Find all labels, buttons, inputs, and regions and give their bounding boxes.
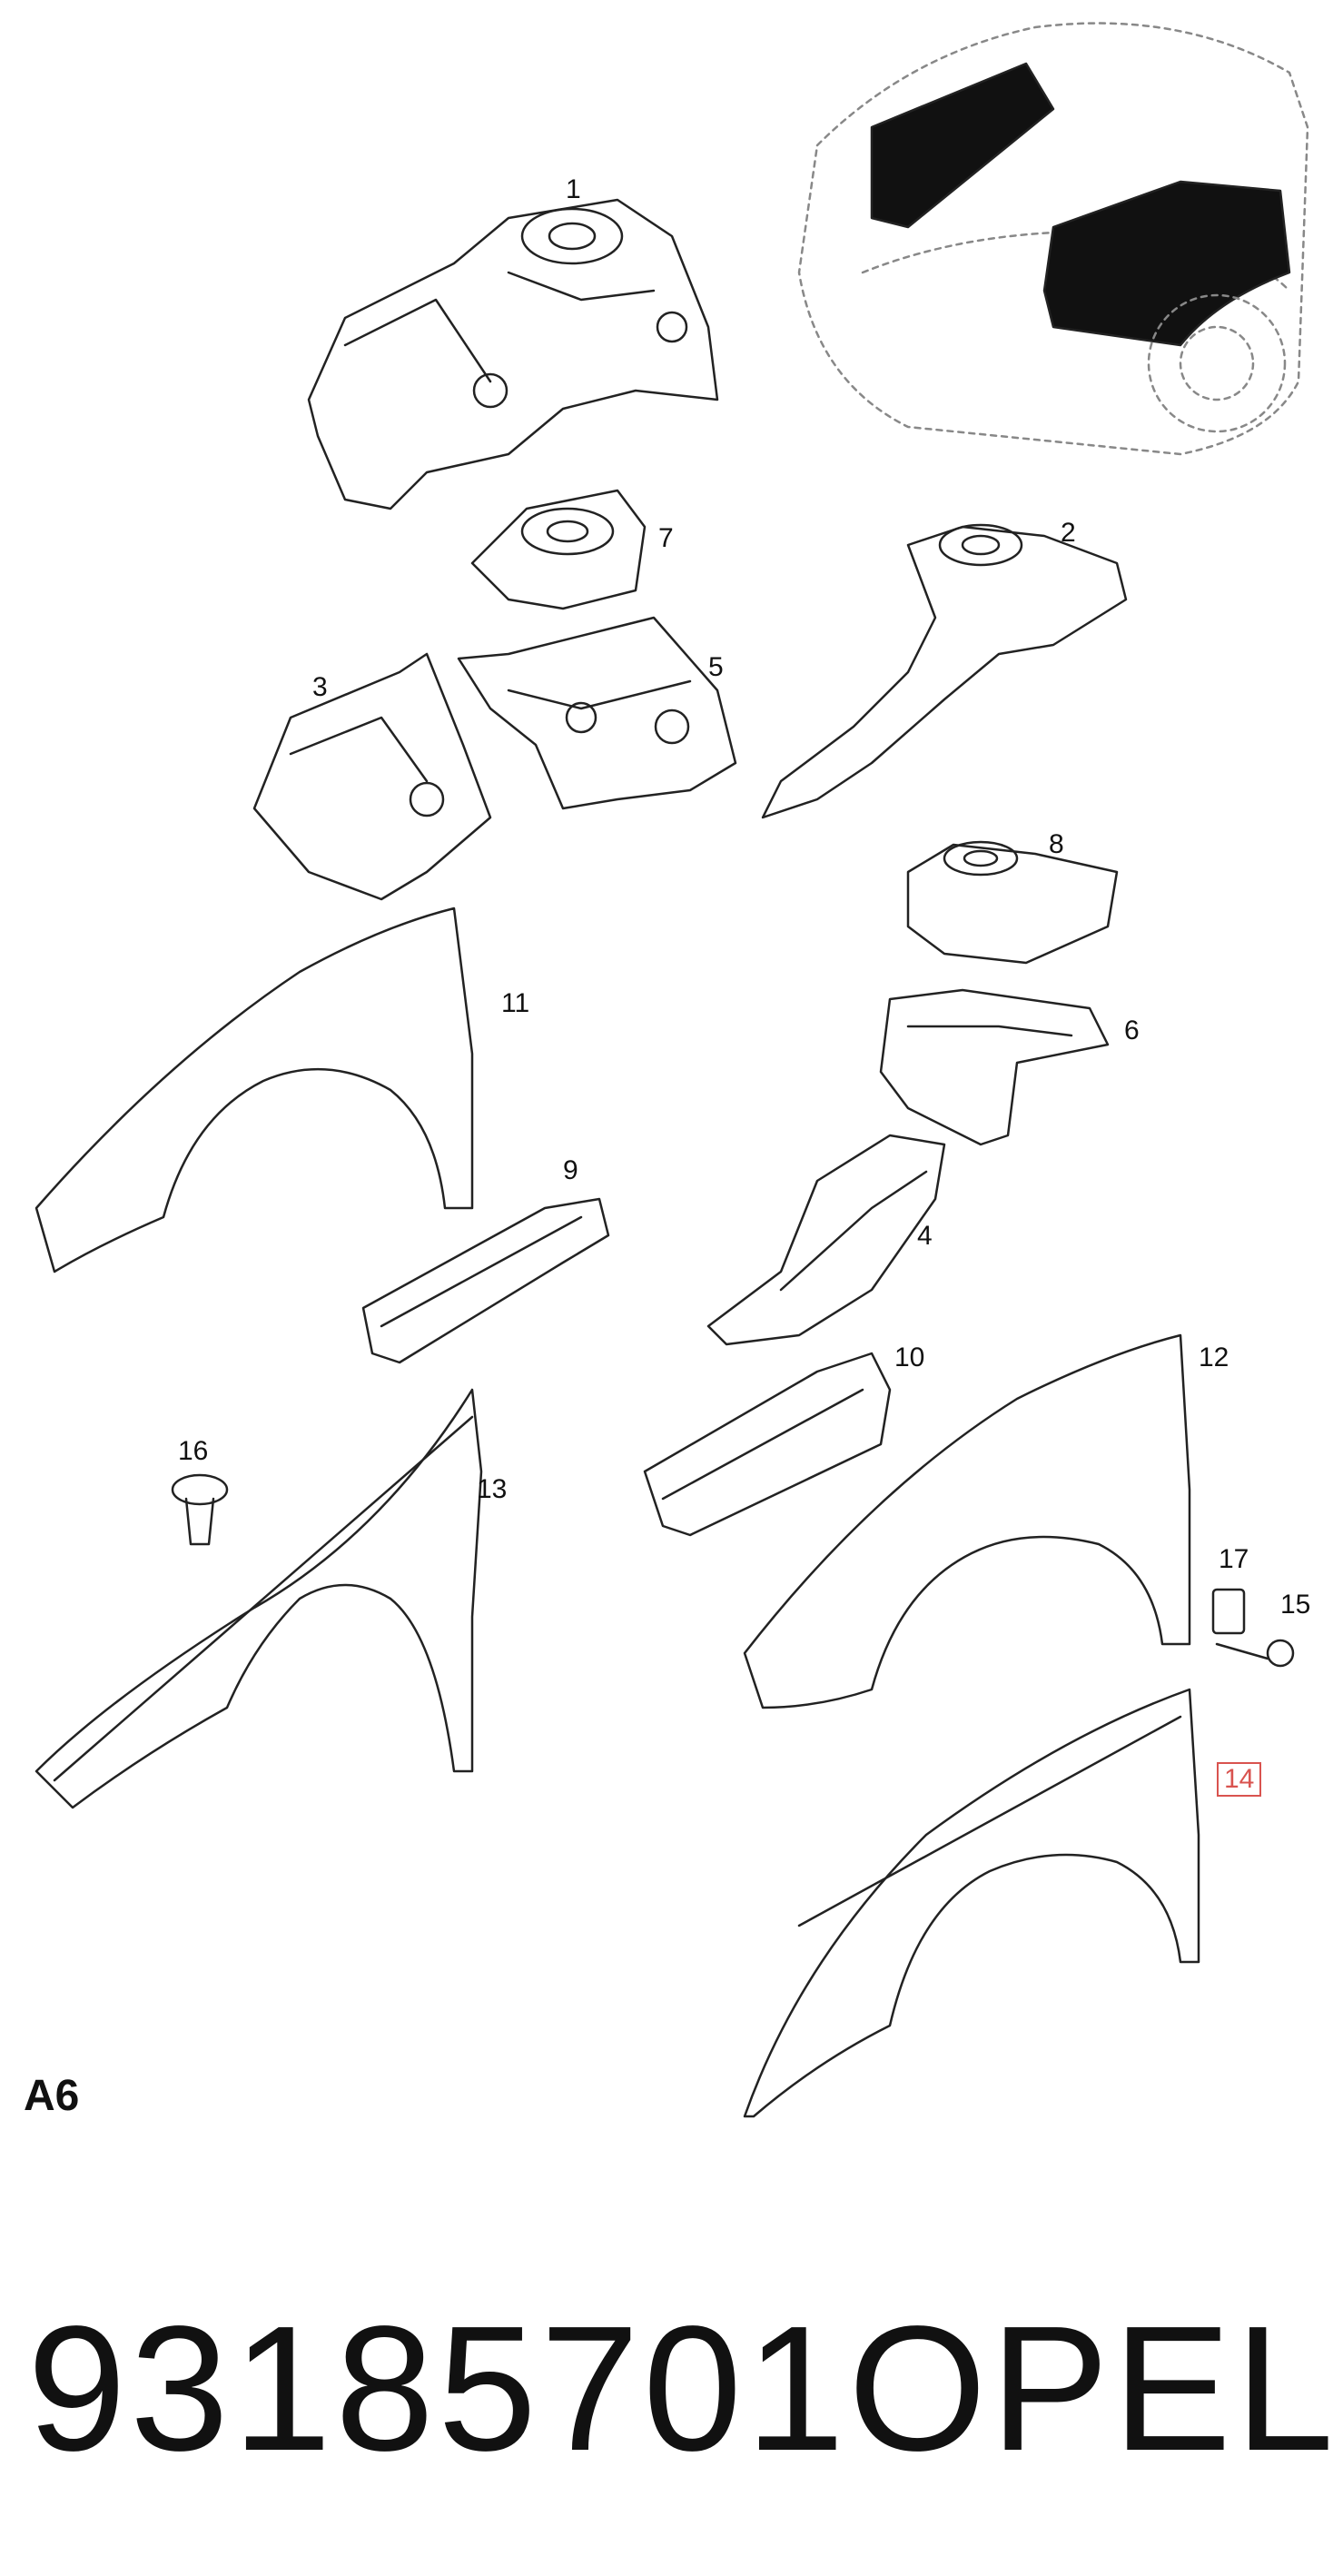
callout-7: 7 [658,523,674,553]
part-12-fender [743,1333,1191,1709]
part-3-side-apron [252,652,492,901]
part-4-front-rail [706,1134,946,1346]
callout-3: 3 [312,672,328,702]
callout-14-highlighted: 14 [1217,1762,1262,1797]
callout-16: 16 [178,1436,209,1466]
part-11-fender [35,907,474,1273]
part-14-fender [743,1688,1200,2118]
part-number: 93185701 [27,2289,849,2488]
parts-exploded-diagram [35,22,1309,2118]
part-6-arch-liner [879,988,1110,1146]
callout-15: 15 [1280,1590,1311,1620]
callout-11: 11 [501,988,530,1018]
part-9-rail [361,1197,610,1364]
part-15-screw [1215,1639,1295,1668]
callout-9: 9 [563,1155,578,1185]
section-code-label: A6 [24,2072,80,2120]
part-info-footer: 93185701 OPEL [27,2289,1333,2489]
part-2-strut-rail [761,523,1128,819]
part-16-bolt [171,1473,229,1546]
callout-2: 2 [1061,518,1076,548]
part-10-rail [643,1352,892,1537]
vehicle-overview [797,22,1309,456]
part-13-fender-support [35,1388,483,1809]
callout-17: 17 [1219,1544,1249,1574]
callout-1: 1 [566,174,581,204]
callout-5: 5 [708,652,724,682]
brand-name: OPEL [848,2289,1333,2488]
callout-8: 8 [1049,829,1064,859]
part-8-strut-tower [906,840,1119,965]
callout-6: 6 [1124,1016,1140,1045]
callout-10: 10 [894,1342,925,1372]
part-1-wheelhouse-assembly [307,198,719,510]
callout-4: 4 [917,1221,933,1251]
part-7-strut-tower [470,489,647,610]
part-17-clip [1211,1588,1246,1635]
part-5-inner-wheelhouse [457,616,737,810]
callout-12: 12 [1199,1342,1229,1372]
callout-13: 13 [477,1474,508,1504]
